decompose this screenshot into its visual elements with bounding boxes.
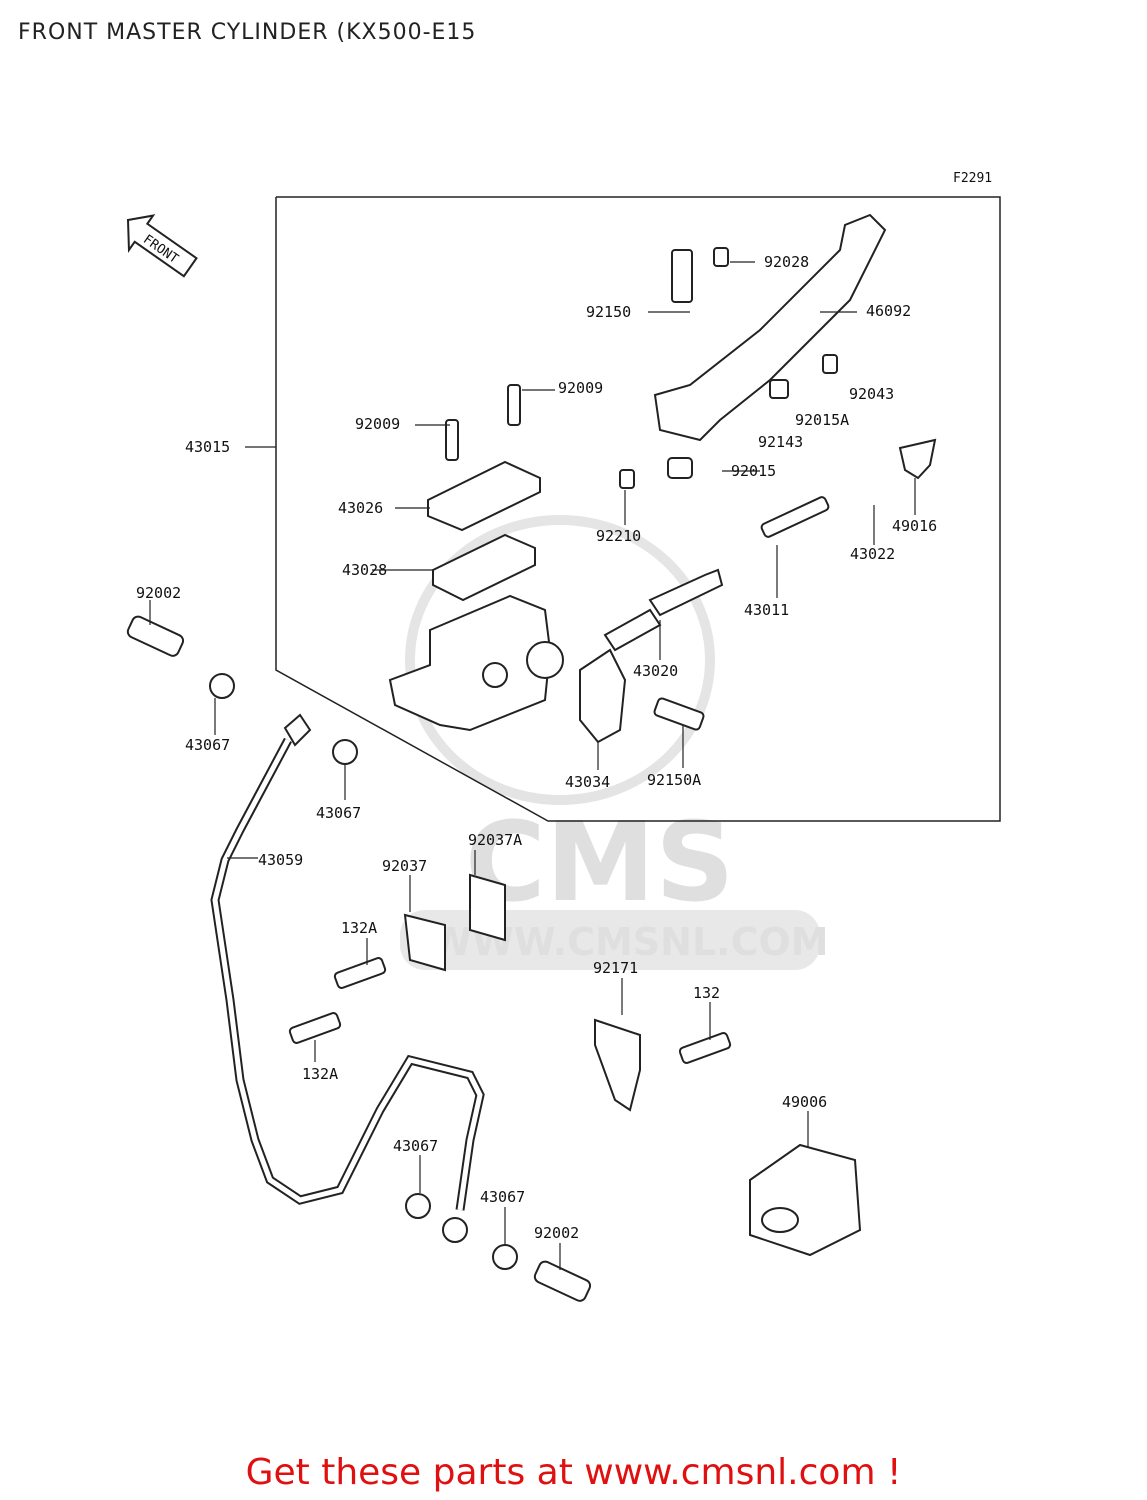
part-label: 92143 <box>758 433 803 451</box>
part-label: 92002 <box>136 584 181 602</box>
leader-lines <box>149 261 916 1270</box>
part-label: 92150 <box>586 303 631 321</box>
watermark-brand: CMS <box>465 798 734 926</box>
part-label: 46092 <box>866 302 911 320</box>
switch-housing-shape <box>749 1143 862 1257</box>
brake-hose-shape <box>210 713 485 1243</box>
part-label: 92015A <box>795 411 849 429</box>
promo-link[interactable]: Get these parts at www.cmsnl.com ! <box>245 1452 902 1493</box>
part-label: 43022 <box>850 545 895 563</box>
part-label: 43067 <box>185 736 230 754</box>
part-label: 92150A <box>647 771 701 789</box>
master-cylinder-body-shape <box>388 594 564 732</box>
dust-boot-shape <box>898 438 937 480</box>
part-label: 43028 <box>342 561 387 579</box>
washer-shapes <box>209 673 518 1270</box>
part-label: 43034 <box>565 773 610 791</box>
small-bolts <box>288 247 838 1064</box>
part-label: 43067 <box>480 1188 525 1206</box>
part-label: 92037 <box>382 857 427 875</box>
reservoir-cap-shape <box>427 460 541 602</box>
part-label: 43059 <box>258 851 303 869</box>
part-label: 43015 <box>185 438 230 456</box>
banjo-bolt-shapes <box>126 615 592 1302</box>
part-label: 132A <box>341 919 377 937</box>
watermark: CMS WWW.CMSNL.COM <box>400 515 829 970</box>
clamp-shape <box>579 648 627 744</box>
brake-lever-shape <box>653 213 887 442</box>
part-label: 43067 <box>316 804 361 822</box>
part-label: 92210 <box>596 527 641 545</box>
part-label: 92009 <box>355 415 400 433</box>
part-label: 43067 <box>393 1137 438 1155</box>
part-label: 43020 <box>633 662 678 680</box>
part-label: 92037A <box>468 831 522 849</box>
assembly-outline <box>275 196 1001 822</box>
part-label: 92028 <box>764 253 809 271</box>
part-labels: 92028 92150 46092 92009 92009 92043 9201… <box>136 253 937 1242</box>
part-label: 92015 <box>731 462 776 480</box>
part-label: 92009 <box>558 379 603 397</box>
front-arrow-icon: FRONT <box>126 214 198 278</box>
part-label: 43011 <box>744 601 789 619</box>
part-label: 92043 <box>849 385 894 403</box>
part-label: 49016 <box>892 517 937 535</box>
part-label: 43026 <box>338 499 383 517</box>
part-label: 92002 <box>534 1224 579 1242</box>
part-label: 132A <box>302 1065 338 1083</box>
part-label: 49006 <box>782 1093 827 1111</box>
figure-code: F2291 <box>953 171 993 186</box>
page-title: FRONT MASTER CYLINDER (KX500-E15 <box>18 20 477 45</box>
hose-bracket-shapes <box>403 873 641 1112</box>
parts-diagram: CMS WWW.CMSNL.COM FRONT <box>126 196 1001 1302</box>
part-label: 92171 <box>593 959 638 977</box>
part-label: 132 <box>693 984 720 1002</box>
